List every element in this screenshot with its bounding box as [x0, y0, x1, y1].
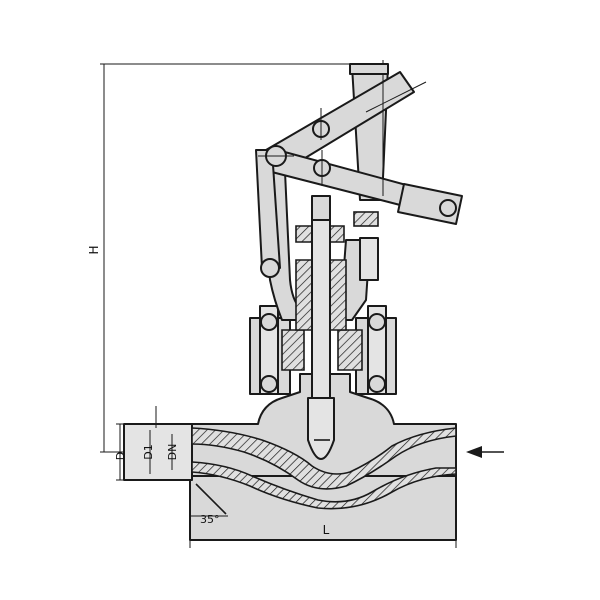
stem — [307, 195, 335, 460]
diameter-d1-label: D1 — [142, 444, 155, 459]
height-label: H — [87, 245, 101, 254]
pin-icon — [439, 199, 457, 217]
height-dimension: H — [87, 63, 382, 453]
diameter-dimensions: D D1 DN — [114, 406, 179, 481]
diameter-d-label: D — [114, 452, 127, 460]
lever-assembly — [255, 60, 463, 278]
length-dimension: L — [189, 523, 457, 548]
pin-icon — [260, 258, 280, 278]
diameter-dn-label: DN — [166, 444, 179, 461]
angle-annotation: 35° — [190, 513, 228, 526]
arrow-left-icon — [466, 446, 504, 458]
length-label: L — [323, 523, 330, 537]
angle-label: 35° — [200, 513, 220, 526]
gland-nut — [353, 211, 379, 281]
